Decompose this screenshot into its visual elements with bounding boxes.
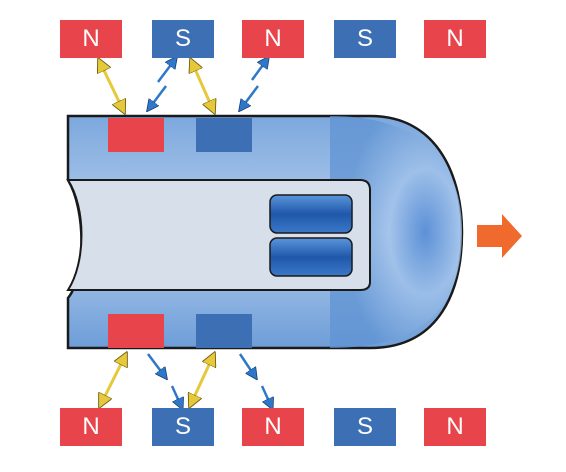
- pole-label: S: [356, 413, 373, 440]
- pole-label: N: [82, 25, 100, 52]
- track-magnet-bottom-3: N: [242, 408, 304, 446]
- upper-force-arrows: [99, 58, 268, 112]
- window-lower: [269, 237, 353, 277]
- repulsion-arrow: [238, 353, 256, 378]
- train-magnet-top-n: [108, 118, 164, 152]
- pole-label: S: [174, 25, 191, 52]
- track-magnet-bottom-2: S: [152, 408, 214, 446]
- repulsion-arrow: [240, 85, 259, 110]
- repulsion-arrow: [147, 353, 166, 378]
- train-body: [66, 114, 464, 350]
- repulsion-arrow: [250, 58, 268, 81]
- repulsion-arrow: [260, 385, 272, 408]
- pole-label: N: [446, 25, 464, 52]
- track-magnet-top-5: N: [424, 20, 486, 58]
- pole-label: N: [264, 25, 282, 52]
- track-magnet-top-3: N: [242, 20, 304, 58]
- track-magnet-bottom-1: N: [60, 408, 122, 446]
- train-magnet-bottom-n: [108, 314, 164, 348]
- motion-arrow-icon: [477, 214, 522, 258]
- track-magnet-top-1: N: [60, 20, 122, 58]
- train-magnet-top-s: [196, 118, 252, 152]
- attraction-arrow: [100, 354, 126, 406]
- track-magnet-top-2: S: [152, 20, 214, 58]
- pole-label: S: [174, 413, 191, 440]
- track-magnet-bottom-5: N: [424, 408, 486, 446]
- track-magnet-bottom-4: S: [334, 408, 396, 446]
- attraction-arrow: [190, 354, 214, 406]
- repulsion-arrow: [148, 85, 167, 110]
- pole-label: S: [356, 25, 373, 52]
- attraction-arrow: [191, 60, 214, 112]
- lower-force-arrows: [100, 354, 272, 408]
- pole-label: N: [446, 413, 464, 440]
- train-magnet-bottom-s: [196, 314, 252, 348]
- track-magnet-top-4: S: [334, 20, 396, 58]
- attraction-arrow: [99, 60, 124, 112]
- repulsion-arrow: [170, 385, 182, 408]
- pole-label: N: [264, 413, 282, 440]
- pole-label: N: [82, 413, 100, 440]
- repulsion-arrow: [157, 58, 176, 83]
- window-upper: [269, 194, 353, 234]
